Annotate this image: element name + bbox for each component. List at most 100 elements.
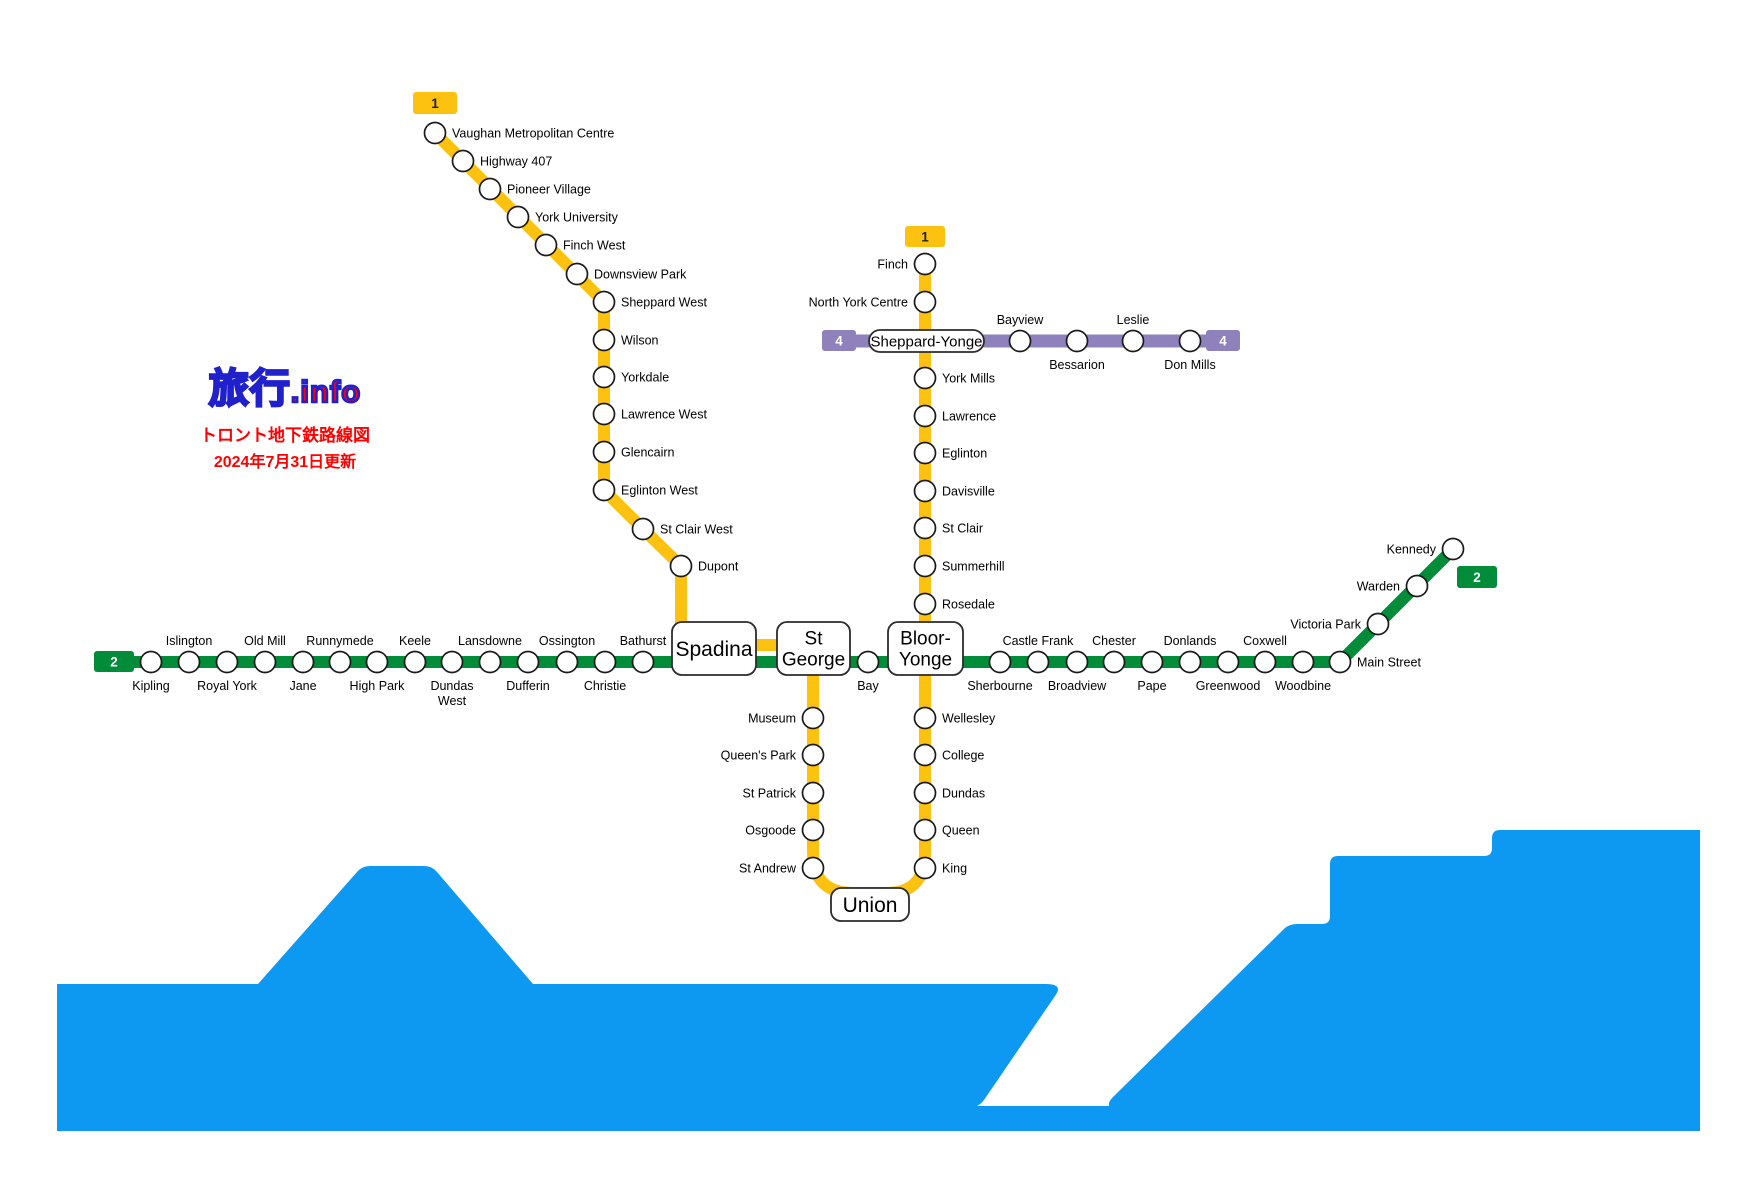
station-chester: Chester bbox=[1092, 634, 1136, 674]
station-marker-summerhill bbox=[913, 554, 937, 578]
station-coxwell: Coxwell bbox=[1243, 634, 1287, 674]
station-label-glencairn: Glencairn bbox=[621, 446, 675, 460]
station-marker-davisville bbox=[913, 479, 937, 503]
line-1-badge-0: 1 bbox=[413, 92, 457, 114]
station-label-victoria-park: Victoria Park bbox=[1290, 618, 1361, 632]
station-label-bathurst: Bathurst bbox=[620, 634, 667, 648]
station-queen-s-park: Queen's Park bbox=[721, 743, 825, 767]
station-marker-bathurst bbox=[631, 650, 655, 674]
station-marker-broadview bbox=[1065, 650, 1089, 674]
station-marker-pape bbox=[1140, 650, 1164, 674]
station-st-patrick: St Patrick bbox=[743, 781, 825, 805]
station-pape: Pape bbox=[1137, 650, 1167, 693]
station-ossington: Ossington bbox=[539, 634, 595, 674]
station-label-dundas: Dundas bbox=[942, 787, 985, 801]
station-label-finch-west: Finch West bbox=[563, 239, 626, 253]
station-label-finch: Finch bbox=[877, 258, 908, 272]
station-label-bayview: Bayview bbox=[997, 313, 1045, 327]
station-pioneer-village: Pioneer Village bbox=[478, 177, 591, 201]
station-keele: Keele bbox=[399, 634, 431, 674]
station-yorkdale: Yorkdale bbox=[592, 365, 669, 389]
station-islington: Islington bbox=[166, 634, 212, 674]
station-marker-rosedale bbox=[913, 592, 937, 616]
station-downsview-park: Downsview Park bbox=[565, 262, 687, 286]
interchange-sheppard-yonge: Sheppard-Yonge bbox=[868, 329, 985, 353]
station-marker-north-york-centre bbox=[913, 290, 937, 314]
station-label-pape: Pape bbox=[1137, 679, 1166, 693]
station-label-yorkdale: Yorkdale bbox=[621, 371, 669, 385]
station-label-lawrence: Lawrence bbox=[942, 410, 996, 424]
station-kennedy: Kennedy bbox=[1387, 537, 1465, 561]
interchange-label-sheppard-yonge: Sheppard-Yonge bbox=[870, 333, 982, 350]
station-marker-islington bbox=[177, 650, 201, 674]
station-marker-sheppard-west bbox=[592, 290, 616, 314]
station-york-mills: York Mills bbox=[913, 366, 995, 390]
station-queen: Queen bbox=[913, 818, 980, 842]
station-label-pioneer-village: Pioneer Village bbox=[507, 183, 591, 197]
station-label-summerhill: Summerhill bbox=[942, 560, 1005, 574]
station-wilson: Wilson bbox=[592, 328, 659, 352]
station-vaughan-metropolitan-centre: Vaughan Metropolitan Centre bbox=[423, 121, 614, 145]
station-lawrence-west: Lawrence West bbox=[592, 402, 707, 426]
station-kipling: Kipling bbox=[132, 650, 170, 693]
station-marker-main-street bbox=[1328, 650, 1352, 674]
station-main-street: Main Street bbox=[1328, 650, 1421, 674]
line-2-badge-1: 2 bbox=[1457, 566, 1497, 588]
station-marker-queen-s-park bbox=[801, 743, 825, 767]
station-marker-st-clair-west bbox=[631, 517, 655, 541]
station-label-kipling: Kipling bbox=[132, 679, 170, 693]
line-4-badge-1: 4 bbox=[1206, 330, 1240, 351]
line-2-badge-box bbox=[94, 651, 134, 672]
line-1-badge-box bbox=[905, 226, 945, 247]
station-bay: Bay bbox=[856, 650, 880, 693]
station-label-coxwell: Coxwell bbox=[1243, 634, 1287, 648]
station-wellesley: Wellesley bbox=[913, 706, 996, 730]
station-marker-keele bbox=[403, 650, 427, 674]
station-marker-dundas-west bbox=[440, 650, 464, 674]
station-marker-bay bbox=[856, 650, 880, 674]
lake-water-west bbox=[57, 866, 1058, 1108]
station-label-york-university: York University bbox=[535, 211, 619, 225]
station-marker-greenwood bbox=[1216, 650, 1240, 674]
station-don-mills: Don Mills bbox=[1164, 329, 1216, 372]
station-label-st-clair-west: St Clair West bbox=[660, 523, 733, 537]
station-high-park: High Park bbox=[350, 650, 405, 693]
station-bayview: Bayview bbox=[997, 313, 1045, 353]
station-st-clair: St Clair bbox=[913, 516, 983, 540]
station-marker-old-mill bbox=[253, 650, 277, 674]
station-dundas: Dundas bbox=[913, 781, 985, 805]
station-victoria-park: Victoria Park bbox=[1290, 612, 1390, 636]
station-label-highway-407: Highway 407 bbox=[480, 155, 552, 169]
station-label-bessarion: Bessarion bbox=[1049, 358, 1105, 372]
station-marker-lansdowne bbox=[478, 650, 502, 674]
station-marker-christie bbox=[593, 650, 617, 674]
interchange-label-union: Union bbox=[843, 894, 898, 917]
station-marker-downsview-park bbox=[565, 262, 589, 286]
station-label-king: King bbox=[942, 862, 967, 876]
station-label-christie: Christie bbox=[584, 679, 626, 693]
station-label-keele: Keele bbox=[399, 634, 431, 648]
station-label-broadview: Broadview bbox=[1048, 679, 1107, 693]
station-label-royal-york: Royal York bbox=[197, 679, 258, 693]
station-label-old-mill: Old Mill bbox=[244, 634, 286, 648]
station-finch-west: Finch West bbox=[534, 233, 626, 257]
interchange-label-spadina: Spadina bbox=[675, 638, 752, 661]
station-marker-ossington bbox=[555, 650, 579, 674]
station-woodbine: Woodbine bbox=[1275, 650, 1331, 693]
station-dufferin: Dufferin bbox=[506, 650, 550, 693]
station-marker-warden bbox=[1405, 574, 1429, 598]
station-label-college: College bbox=[942, 749, 984, 763]
station-summerhill: Summerhill bbox=[913, 554, 1005, 578]
station-label-museum: Museum bbox=[748, 712, 796, 726]
station-marker-bayview bbox=[1008, 329, 1032, 353]
station-eglinton-west: Eglinton West bbox=[592, 478, 698, 502]
line-2-badge-label: 2 bbox=[1473, 570, 1481, 585]
station-label-leslie: Leslie bbox=[1117, 313, 1150, 327]
station-label-greenwood: Greenwood bbox=[1196, 679, 1261, 693]
station-marker-high-park bbox=[365, 650, 389, 674]
station-glencairn: Glencairn bbox=[592, 440, 675, 464]
station-runnymede: Runnymede bbox=[306, 634, 374, 674]
